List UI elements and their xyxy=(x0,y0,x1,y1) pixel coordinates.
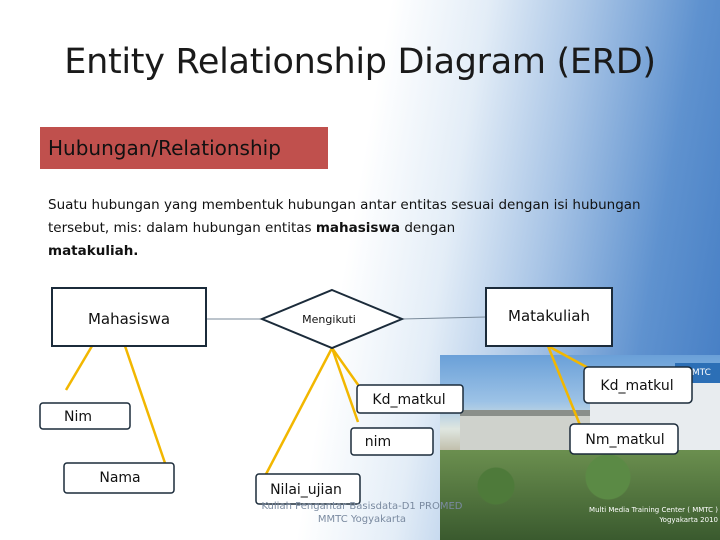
attribute-nama-box xyxy=(63,462,175,494)
connector-kd-matkul-mk xyxy=(547,344,593,372)
connector-nilai-ujian xyxy=(262,347,334,479)
attribute-nim-rel-box xyxy=(350,427,434,456)
description-bold-mahasiswa: mahasiswa xyxy=(315,220,401,236)
connector-nama xyxy=(123,345,168,467)
attribute-nm-matkul-label: Nm_matkul xyxy=(585,432,664,448)
photo-caption: Multi Media Training Center ( MMTC ) Yog… xyxy=(558,505,718,525)
relationship-mengikuti-diamond xyxy=(259,288,405,350)
relationship-line-right xyxy=(401,316,487,320)
slide-title: Entity Relationship Diagram (ERD) xyxy=(64,42,656,82)
attribute-nim-rel-label: nim xyxy=(365,434,391,450)
attribute-nim-label: Nim xyxy=(64,409,92,425)
description-part1: Suatu hubungan yang membentuk hubungan a… xyxy=(48,197,641,236)
entity-mahasiswa-box xyxy=(51,287,207,347)
attribute-nilai-ujian-label: Nilai_ujian xyxy=(270,482,342,498)
attribute-nama-label: Nama xyxy=(99,470,140,486)
attribute-nm-matkul-box xyxy=(569,423,679,455)
footer: Kuliah Pengantar Basisdata-D1 PROMED MMT… xyxy=(232,500,492,526)
connector-nim-rel xyxy=(330,347,360,423)
attribute-kd-matkul-mk-box xyxy=(583,366,693,404)
attribute-kd-matkul-rel-box xyxy=(356,384,464,414)
connector-nm-matkul xyxy=(546,345,584,431)
attribute-kd-matkul-mk-label: Kd_matkul xyxy=(600,378,673,394)
attribute-kd-matkul-rel-label: Kd_matkul xyxy=(372,392,445,408)
entity-matakuliah-box xyxy=(485,287,613,347)
photo-caption-line2: Yogyakarta 2010 xyxy=(659,516,718,524)
footer-line2: MMTC Yogyakarta xyxy=(317,514,407,525)
entity-mahasiswa-label: Mahasiswa xyxy=(88,310,170,328)
footer-line1: Kuliah Pengantar Basisdata-D1 PROMED xyxy=(261,501,463,512)
photo-caption-line1: Multi Media Training Center ( MMTC ) xyxy=(589,506,718,514)
section-heading: Hubungan/Relationship xyxy=(40,127,328,169)
description-bold-matakuliah: matakuliah. xyxy=(48,243,139,259)
connector-nim xyxy=(64,345,94,391)
description-text: Suatu hubungan yang membentuk hubungan a… xyxy=(48,194,648,263)
attribute-nim-box xyxy=(39,402,131,430)
attribute-connectors xyxy=(64,344,593,479)
entity-matakuliah-label: Matakuliah xyxy=(508,307,590,325)
description-part2: dengan xyxy=(400,220,456,236)
relationship-mengikuti-label: Mengikuti xyxy=(302,313,356,326)
trees-shape xyxy=(440,450,720,540)
attribute-nilai-ujian-box xyxy=(255,473,361,505)
